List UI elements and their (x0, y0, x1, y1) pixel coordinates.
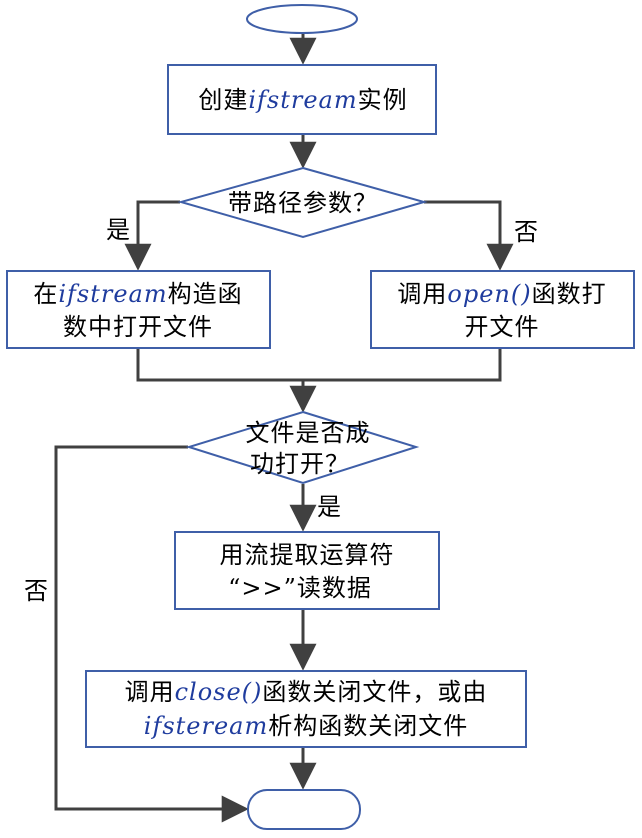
decision-path-label: 带路径参数？ (228, 189, 378, 217)
open-func-label-line1: 调用open()函数打 (397, 280, 606, 308)
create-ifstream-box (167, 64, 437, 135)
create-label: 创建ifstream实例 (198, 86, 407, 114)
edge-open-no (54, 445, 249, 823)
close-label-line2: ifsteream析构函数关闭文件 (144, 712, 468, 740)
decision-open-label-line1: 文件是否成 (246, 419, 371, 447)
open-ctor-label-line1: 在ifstream构造函 (33, 280, 242, 308)
open-ctor-label-line2: 数中打开文件 (63, 313, 213, 341)
edge-merge (136, 348, 502, 382)
edge-label-no-open: 否 (24, 577, 48, 605)
path-param-decision (177, 166, 428, 239)
open-func-label-line2: 开文件 (465, 313, 540, 341)
close-label-line1: 调用close()函数关闭文件，或由 (125, 678, 488, 706)
edge-label-yes-open: 是 (317, 493, 341, 521)
edge-label-yes-path: 是 (106, 216, 130, 244)
decision-open-label-line2: 功打开？ (250, 450, 350, 478)
read-label-line2: “>>”读数据 (228, 574, 372, 602)
end-terminator (247, 789, 361, 830)
start-terminator (246, 4, 358, 34)
read-data-box (174, 531, 440, 610)
edge-decision-no (424, 200, 514, 271)
open-in-constructor-box (6, 270, 271, 349)
close-file-box (85, 670, 527, 748)
edge-label-no-path: 否 (514, 218, 538, 246)
open-function-box (370, 270, 635, 349)
edge-decision-yes (124, 200, 180, 271)
open-success-decision (185, 410, 420, 485)
read-label-line1: 用流提取运算符 (220, 541, 395, 569)
